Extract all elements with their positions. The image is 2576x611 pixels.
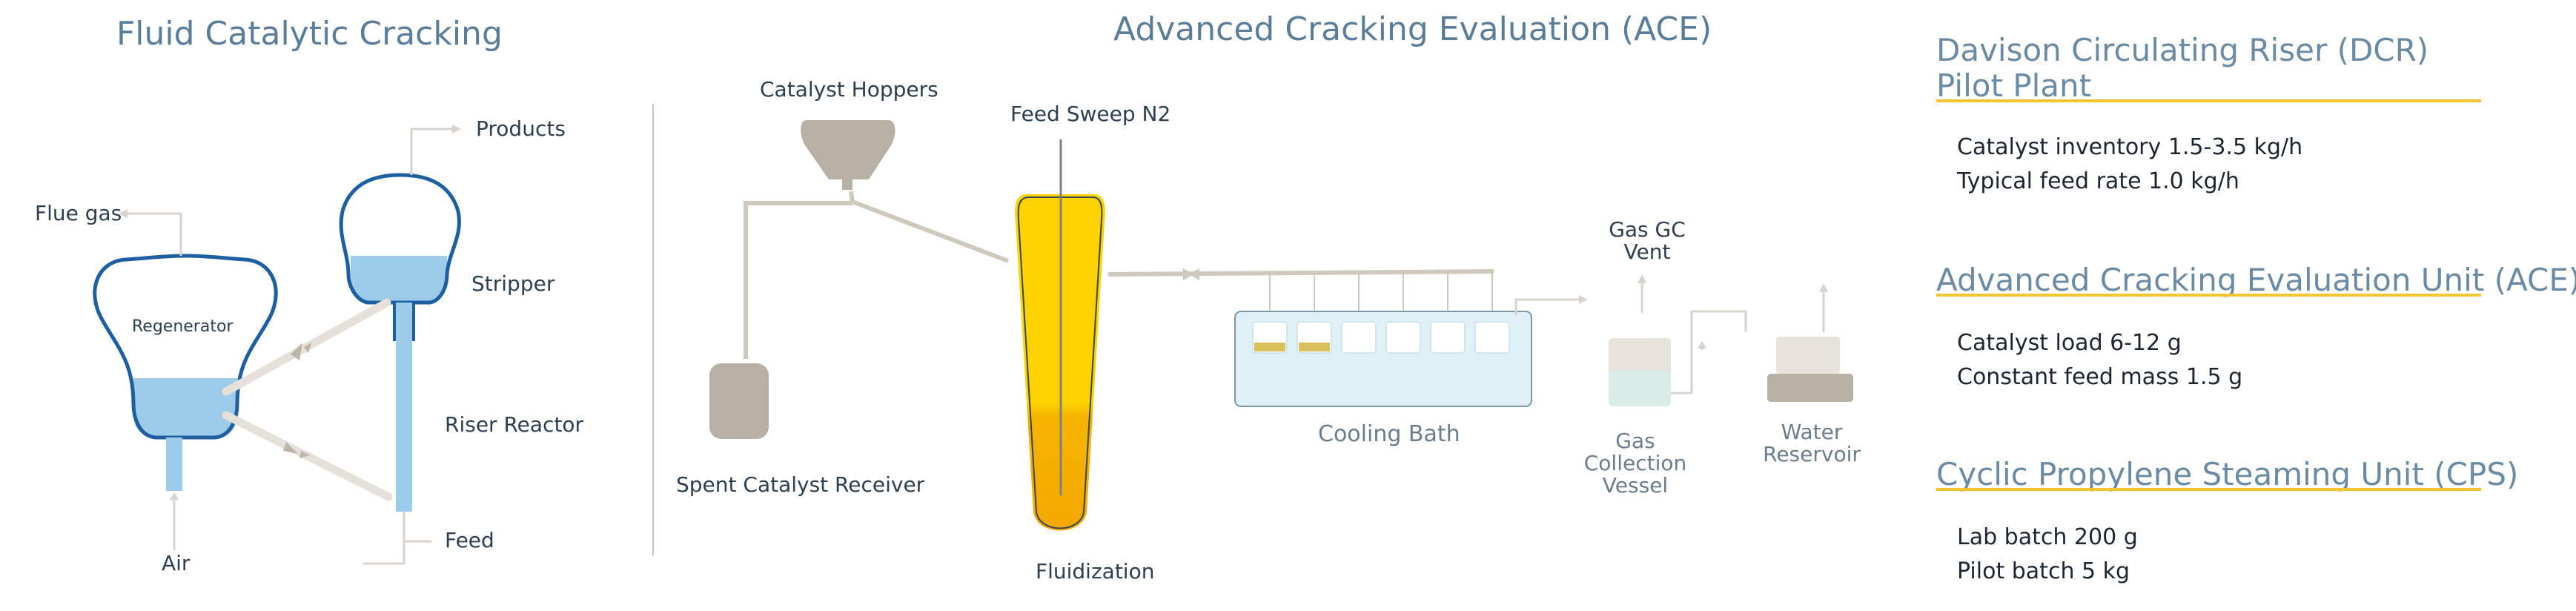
ace-diagram xyxy=(709,120,1853,531)
gas-gc-label: Gas GC xyxy=(1609,217,1686,242)
regenerator-label: Regenerator xyxy=(132,317,234,336)
dcr-heading-line-1: Davison Circulating Riser (DCR) xyxy=(1936,32,2429,68)
regenerator-vessel xyxy=(93,254,278,491)
cooling-bath xyxy=(1234,311,1532,407)
transfer-lines xyxy=(222,298,393,501)
cps-underline xyxy=(1936,488,2481,491)
dcr-spec-2: Typical feed rate 1.0 kg/h xyxy=(1957,168,2239,194)
water-reservoir-line-2: Reservoir xyxy=(1763,442,1861,466)
ace-title: Advanced Cracking Evaluation (ACE) xyxy=(1113,10,1712,48)
fcc-arrowheads xyxy=(119,125,461,500)
hopper-lines xyxy=(744,191,1010,359)
cooling-bath-label: Cooling Bath xyxy=(1318,421,1460,447)
fcc-title: Fluid Catalytic Cracking xyxy=(116,15,503,53)
products-label: Products xyxy=(476,116,566,141)
gas-collection-line-2: Collection xyxy=(1583,451,1687,475)
cps-heading: Cyclic Propylene Steaming Unit (CPS) xyxy=(1936,456,2519,492)
dcr-heading-line-2: Pilot Plant xyxy=(1936,67,2092,104)
cps-spec-2: Pilot batch 5 kg xyxy=(1957,558,2130,584)
feed-sweep-label: Feed Sweep N2 xyxy=(1010,102,1171,126)
water-reservoir-line-1: Water xyxy=(1781,420,1843,444)
dcr-underline xyxy=(1936,99,2481,102)
gas-collection-line-3: Vessel xyxy=(1602,473,1669,498)
ace-reactor xyxy=(1015,139,1105,531)
ace-unit-underline xyxy=(1936,294,2481,297)
ace-unit-spec-2: Constant feed mass 1.5 g xyxy=(1957,364,2243,390)
fcc-flow-lines xyxy=(128,128,452,565)
dcr-spec-1: Catalyst inventory 1.5-3.5 kg/h xyxy=(1957,134,2303,160)
flue-gas-label: Flue gas xyxy=(35,201,122,225)
feed-label: Feed xyxy=(445,528,494,552)
vent-label: Vent xyxy=(1623,240,1671,264)
fcc-diagram xyxy=(93,125,461,565)
spent-catalyst-receiver xyxy=(709,363,769,439)
stripper-label: Stripper xyxy=(471,271,555,296)
ace-unit-spec-1: Catalyst load 6-12 g xyxy=(1957,330,2182,356)
catalyst-hoppers-label: Catalyst Hoppers xyxy=(760,77,938,102)
stripper-vessel xyxy=(339,173,461,512)
riser-reactor-label: Riser Reactor xyxy=(445,412,584,437)
cps-spec-1: Lab batch 200 g xyxy=(1957,524,2138,550)
gas-collection-line-1: Gas xyxy=(1615,429,1655,453)
water-reservoir xyxy=(1767,337,1853,402)
catalyst-hopper xyxy=(801,120,895,179)
gas-collection-vessel xyxy=(1609,338,1671,406)
air-label: Air xyxy=(162,551,191,575)
hopper-outlet xyxy=(842,179,852,190)
transfer-valves xyxy=(283,343,311,458)
spent-catalyst-receiver-label: Spent Catalyst Receiver xyxy=(676,472,925,497)
ace-unit-heading: Advanced Cracking Evaluation Unit (ACE) xyxy=(1936,262,2576,298)
fluidization-label: Fluidization xyxy=(1036,559,1155,584)
